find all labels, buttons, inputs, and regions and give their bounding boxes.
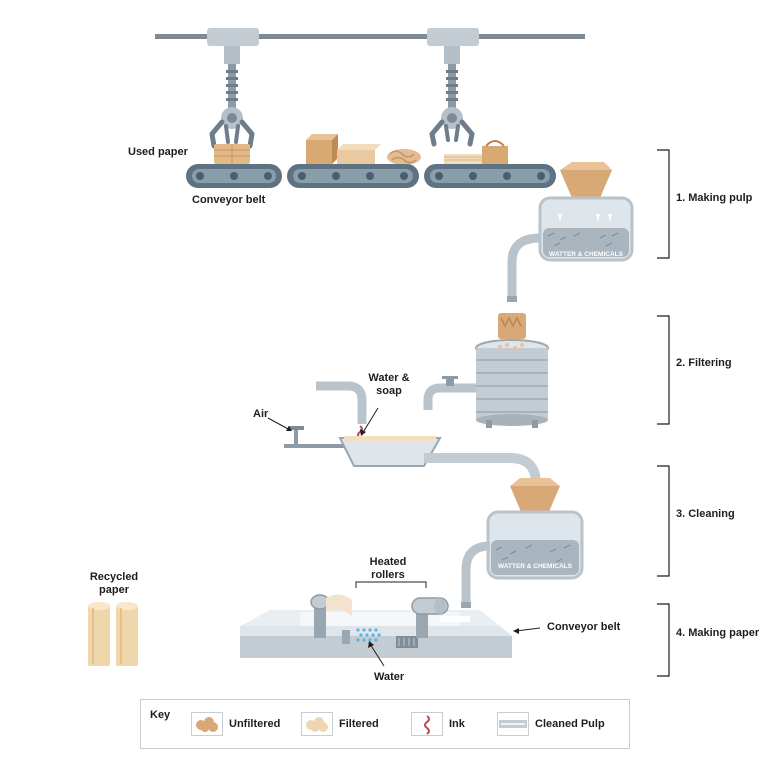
conveyor-belt-bottom-label: Conveyor belt [547, 621, 621, 633]
shredded-paper-icon [387, 149, 421, 165]
water-droplets [356, 628, 381, 642]
tank2-text: WATTER & CHEMICALS [498, 563, 572, 570]
cleaning-tray [338, 436, 442, 467]
pulp-tank [538, 162, 634, 262]
heated-roller-2 [411, 597, 449, 638]
cleaning-tank [486, 478, 584, 580]
key-label-filtered: Filtered [339, 718, 379, 730]
pipe-tank2-to-machine [461, 541, 491, 608]
stage-1-label: 1. Making pulp [676, 192, 753, 204]
pipe-tank1-to-filter [507, 233, 541, 302]
air-arrow [267, 417, 292, 431]
tank1-text: WATTER & CHEMICALS [549, 251, 623, 258]
heated-roller-1 [310, 594, 352, 638]
key-item-cleaned-pulp: Cleaned Pulp [497, 712, 605, 736]
cardboard-box-icon [306, 134, 338, 164]
overhead-rail [155, 34, 585, 39]
air-label: Air [253, 408, 269, 420]
robotic-claw-2 [427, 28, 479, 147]
air-valve [284, 426, 344, 448]
ink-squiggle-icon [411, 712, 443, 736]
cleaned-pulp-pipe-icon [497, 712, 529, 736]
stage-3-label: 3. Cleaning [676, 508, 735, 520]
used-paper-bundle [214, 144, 250, 164]
key-label-cleaned-pulp: Cleaned Pulp [535, 718, 605, 730]
robotic-claw-1 [207, 28, 259, 149]
used-paper-label: Used paper [128, 146, 188, 158]
recycled-paper-label: Recycled paper [89, 571, 139, 596]
key-item-unfiltered: Unfiltered [191, 712, 280, 736]
paper-bag-icon [482, 140, 508, 164]
water-label: Water [374, 671, 405, 683]
unfiltered-pulp-icon [191, 712, 223, 736]
water-soap-pipe [316, 381, 367, 439]
stage-brackets [657, 149, 670, 677]
stage-2-label: 2. Filtering [676, 357, 732, 369]
filter-faucet [423, 376, 476, 410]
key-item-ink: Ink [411, 712, 465, 736]
conveyor-belt-top [186, 164, 556, 188]
water-soap-arrow [360, 407, 379, 436]
filter-drum [475, 313, 549, 428]
recycled-paper-rolls [88, 602, 138, 666]
water-arrow [368, 641, 385, 667]
key-label-ink: Ink [449, 718, 465, 730]
key-legend: Key Unfiltered Filtered Ink Cleaned Pulp [140, 699, 630, 749]
conveyor-belt-top-label: Conveyor belt [192, 194, 266, 206]
heated-rollers-label: Heated rollers [369, 556, 407, 581]
paper-machine [240, 610, 512, 658]
key-item-filtered: Filtered [301, 712, 379, 736]
paper-stack-icon [337, 144, 381, 164]
conveyor-belt-arrow [513, 627, 541, 634]
stage-4-label: 4. Making paper [676, 627, 760, 639]
heated-rollers-bracket [355, 581, 427, 588]
key-title: Key [150, 709, 171, 721]
flat-paper-stack-icon [444, 154, 484, 164]
water-soap-label: Water & soap [368, 372, 410, 397]
key-label-unfiltered: Unfiltered [229, 718, 281, 730]
filtered-pulp-icon [301, 712, 333, 736]
